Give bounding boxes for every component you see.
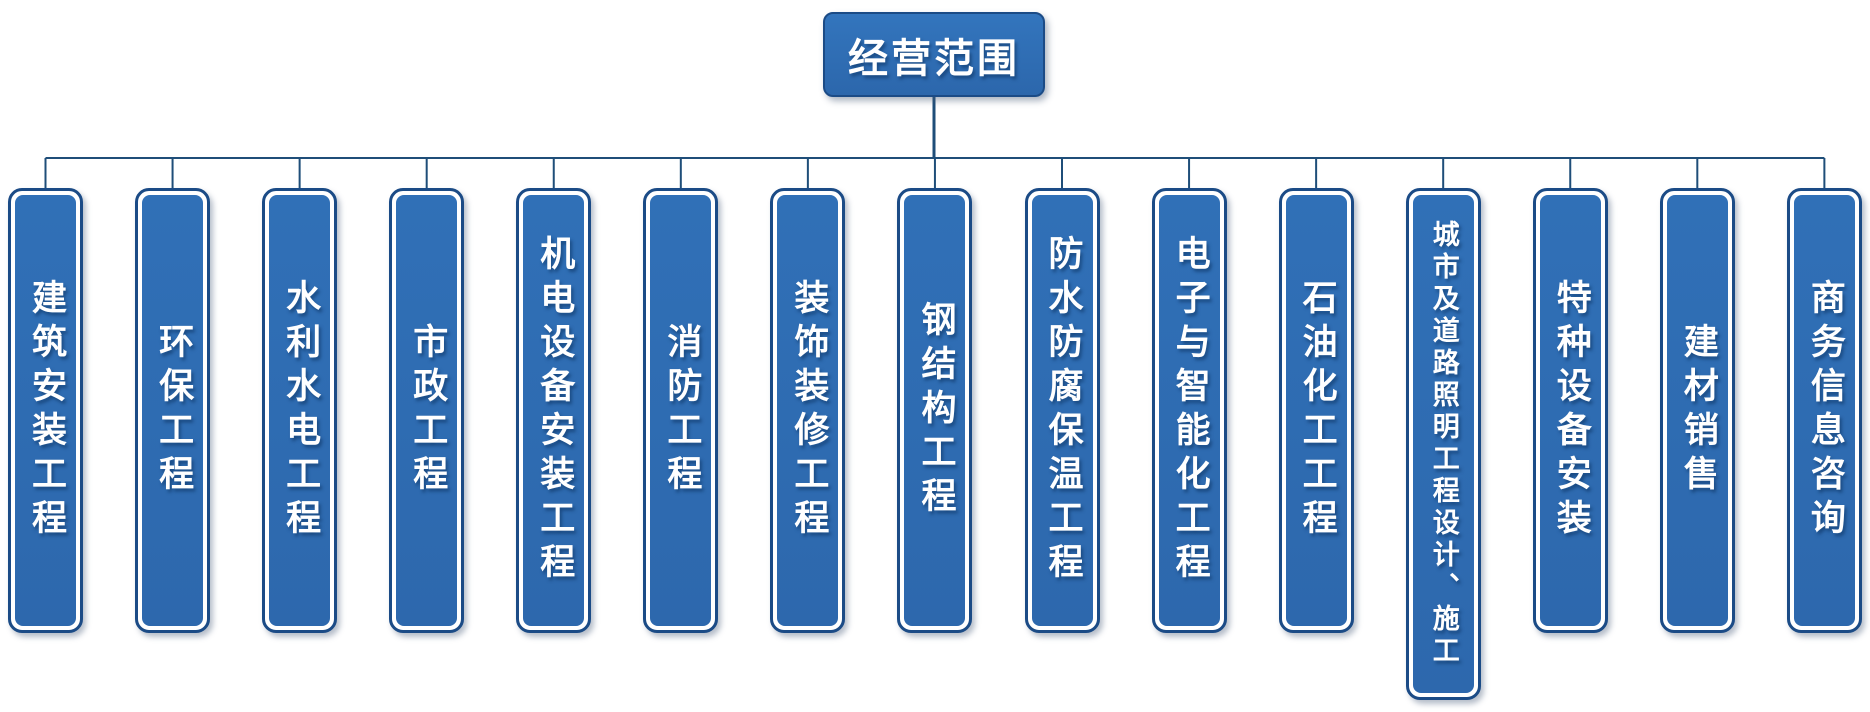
branch-box-inner: 装饰装修工程 <box>777 195 839 626</box>
branch-label: 机电设备安装工程 <box>534 234 575 587</box>
branch-box: 市政工程 <box>389 188 465 633</box>
branch-label: 城市及道路照明工程设计、施工 <box>1427 220 1459 668</box>
branch-label: 商务信息咨询 <box>1804 278 1845 543</box>
branch-box: 建筑安装工程 <box>8 188 83 633</box>
branch-box-inner: 建材销售 <box>1666 195 1728 626</box>
branch-box: 消防工程 <box>643 188 719 633</box>
branch-label: 建材销售 <box>1677 322 1718 499</box>
branch-label: 防水防腐保温工程 <box>1042 234 1083 587</box>
branch-box-inner: 建筑安装工程 <box>15 195 76 626</box>
branch-label: 特种设备安装 <box>1550 278 1591 543</box>
branch-box: 机电设备安装工程 <box>516 188 592 633</box>
branch-box: 商务信息咨询 <box>1786 188 1862 633</box>
branch-box: 石油化工工程 <box>1278 188 1354 633</box>
branch-box-inner: 环保工程 <box>142 195 204 626</box>
root-node: 经营范围 <box>823 12 1045 97</box>
branch-box: 装饰装修工程 <box>770 188 846 633</box>
branch-box: 建材销售 <box>1659 188 1735 633</box>
branch-box-inner: 消防工程 <box>650 195 712 626</box>
branch-label: 钢结构工程 <box>915 300 956 521</box>
branch-box-inner: 电子与智能化工程 <box>1158 195 1220 626</box>
branch-box: 城市及道路照明工程设计、施工 <box>1405 188 1481 700</box>
branch-row: 建筑安装工程 环保工程 水利水电工程 市政工程 机电设备安装工程 消防工程 <box>8 188 1862 700</box>
branch-box-inner: 防水防腐保温工程 <box>1031 195 1093 626</box>
branch-box-inner: 商务信息咨询 <box>1793 195 1855 626</box>
branch-box-inner: 石油化工工程 <box>1285 195 1347 626</box>
branch-box-inner: 特种设备安装 <box>1539 195 1601 626</box>
branch-box: 电子与智能化工程 <box>1151 188 1227 633</box>
branch-label: 环保工程 <box>153 322 194 499</box>
branch-box-inner: 机电设备安装工程 <box>523 195 585 626</box>
rail-and-stub-lines <box>44 157 1826 190</box>
branch-label: 消防工程 <box>661 322 702 499</box>
branch-label: 装饰装修工程 <box>788 278 829 543</box>
branch-label: 水利水电工程 <box>280 278 321 543</box>
branch-box: 钢结构工程 <box>897 188 973 633</box>
branch-box: 环保工程 <box>135 188 211 633</box>
branch-label: 电子与智能化工程 <box>1169 234 1210 587</box>
root-node-label: 经营范围 <box>848 35 1020 82</box>
branch-box-inner: 市政工程 <box>396 195 458 626</box>
branch-label: 建筑安装工程 <box>26 278 66 543</box>
branch-label: 市政工程 <box>407 322 448 499</box>
branch-box: 水利水电工程 <box>262 188 338 633</box>
branch-box-inner: 钢结构工程 <box>904 195 966 626</box>
branch-label: 石油化工工程 <box>1296 278 1337 543</box>
branch-box: 防水防腐保温工程 <box>1024 188 1100 633</box>
branch-box: 特种设备安装 <box>1532 188 1608 633</box>
branch-box-inner: 城市及道路照明工程设计、施工 <box>1412 195 1474 693</box>
branch-box-inner: 水利水电工程 <box>269 195 331 626</box>
